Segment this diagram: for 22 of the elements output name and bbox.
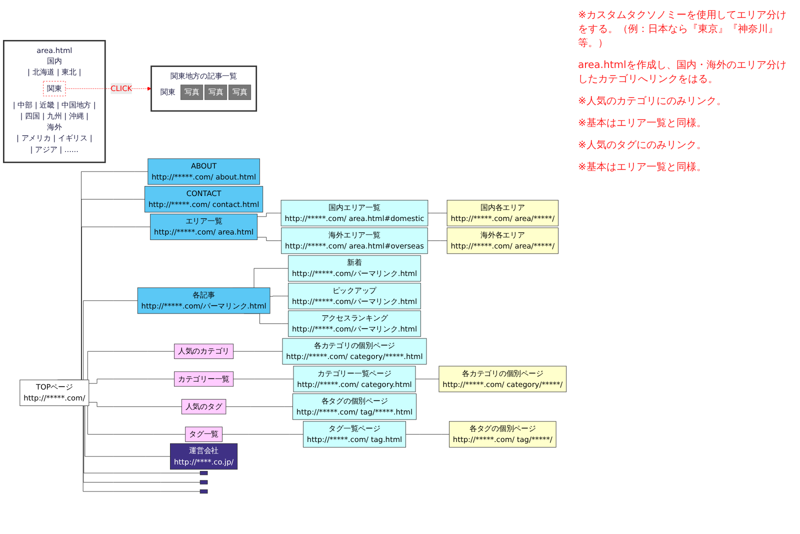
connector: [233, 378, 294, 380]
connector: [88, 402, 182, 407]
note-text: ※基本はエリア一覧と同様。: [578, 160, 708, 174]
node-box: [200, 480, 208, 484]
connector: [415, 378, 440, 380]
note-text: area.htmlを作成し、国内・海外のエリア分けしたカテゴリへリンクをはる。: [578, 58, 788, 86]
connector: [222, 434, 304, 435]
connector: [428, 212, 448, 214]
connector: [88, 378, 175, 384]
node-box: [200, 470, 208, 476]
note-text: ※基本はエリア一覧と同様。: [578, 116, 708, 130]
connector: [226, 406, 293, 407]
connector: [270, 296, 289, 297]
connector: [427, 240, 448, 241]
note-text: ※人気のカテゴリにのみリンク。: [578, 95, 728, 108]
note-text: ※人気のタグにのみリンク。: [578, 139, 708, 152]
node-box: [200, 489, 208, 494]
connector: [257, 212, 282, 217]
connector: [257, 236, 282, 241]
note-text: ※カスタムタクソノミーを使用してエリア分けをする。（例：日本なら『東京』『神奈川』等。）: [578, 9, 788, 50]
connector: [233, 351, 283, 352]
connector: [406, 434, 450, 435]
